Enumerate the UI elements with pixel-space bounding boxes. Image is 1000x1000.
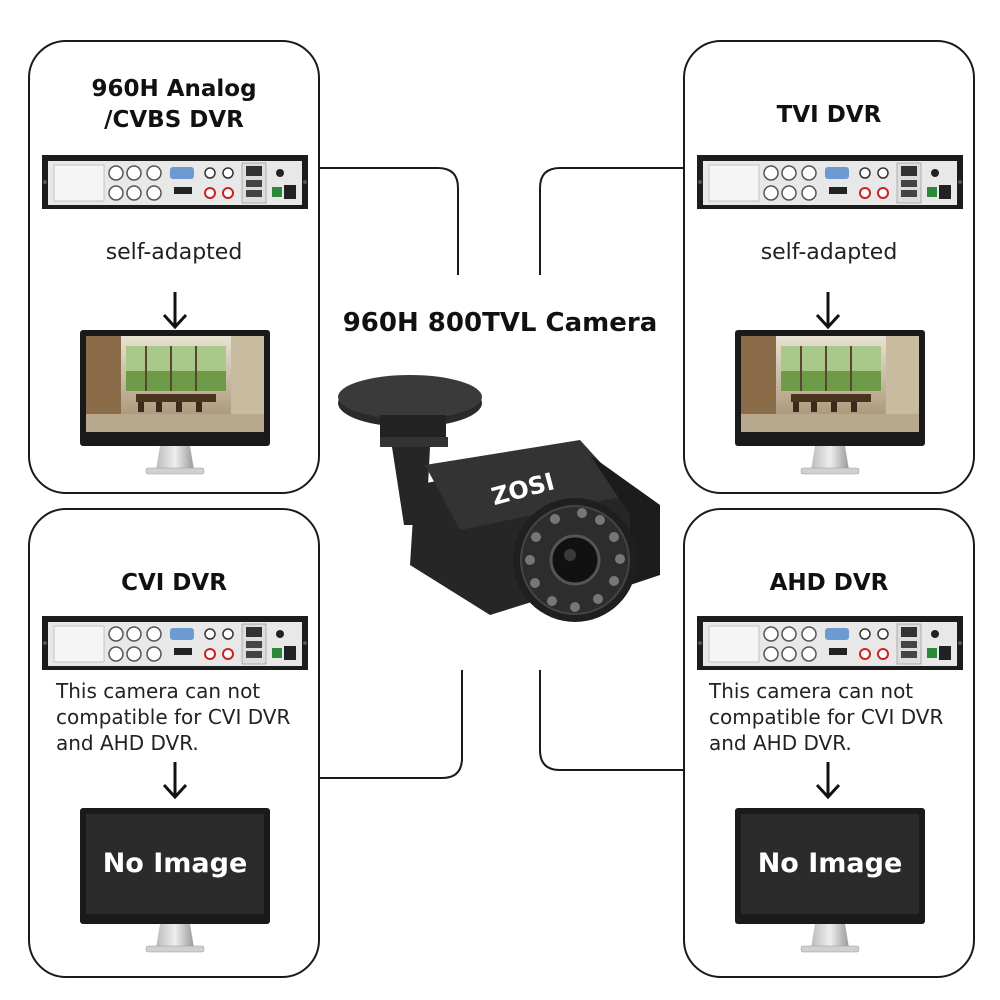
title-line-2: /CVBS DVR — [104, 107, 244, 133]
panel-title: TVI DVR — [776, 102, 882, 128]
arrow-down-icon — [813, 290, 843, 330]
arrow-down-icon — [813, 760, 843, 800]
connector-bottom-right — [539, 670, 683, 771]
panel-description: This camera can not compatible for CVI D… — [709, 678, 943, 756]
description-line: This camera can not — [709, 679, 914, 703]
monitor — [735, 330, 925, 480]
monitor-screen-image — [86, 336, 264, 432]
panel-title: 960H Analog /CVBS DVR — [30, 74, 318, 136]
no-image-text: No Image — [103, 848, 248, 879]
panel-cvi-dvr: CVI DVR This camera can not compatible f… — [28, 508, 320, 978]
panel-description: self-adapted — [105, 240, 243, 265]
description-line: This camera can not — [56, 679, 261, 703]
no-image-text: No Image — [758, 848, 903, 879]
dvr-back-panel — [697, 155, 963, 209]
panel-description: self-adapted — [760, 240, 898, 265]
connector-top-left — [318, 167, 459, 275]
arrow-down-icon — [160, 290, 190, 330]
dvr-back-panel — [42, 616, 308, 670]
description-line: compatible for CVI DVR — [56, 705, 291, 729]
panel-tvi-dvr: TVI DVR self-adapted — [683, 40, 975, 494]
dvr-back-panel — [42, 155, 308, 209]
title-line-1: 960H Analog — [91, 76, 257, 102]
monitor-screen-image — [741, 336, 919, 432]
monitor: No Image — [735, 808, 925, 958]
panel-title: CVI DVR — [121, 570, 227, 596]
monitor — [80, 330, 270, 480]
panel-description: This camera can not compatible for CVI D… — [56, 678, 290, 756]
panel-ahd-dvr: AHD DVR This camera can not compatible f… — [683, 508, 975, 978]
connector-top-right — [539, 167, 683, 275]
panel-analog-cvbs-dvr: 960H Analog /CVBS DVR self-adapted — [28, 40, 320, 494]
monitor: No Image — [80, 808, 270, 958]
description-line: and AHD DVR. — [709, 731, 852, 755]
dvr-back-panel — [697, 616, 963, 670]
camera-title: 960H 800TVL Camera — [342, 308, 658, 338]
arrow-down-icon — [160, 760, 190, 800]
description-line: compatible for CVI DVR — [709, 705, 944, 729]
bullet-camera-image: ZOSI — [338, 375, 660, 622]
connector-bottom-left — [318, 670, 463, 779]
description-line: and AHD DVR. — [56, 731, 199, 755]
panel-title: AHD DVR — [769, 570, 889, 596]
